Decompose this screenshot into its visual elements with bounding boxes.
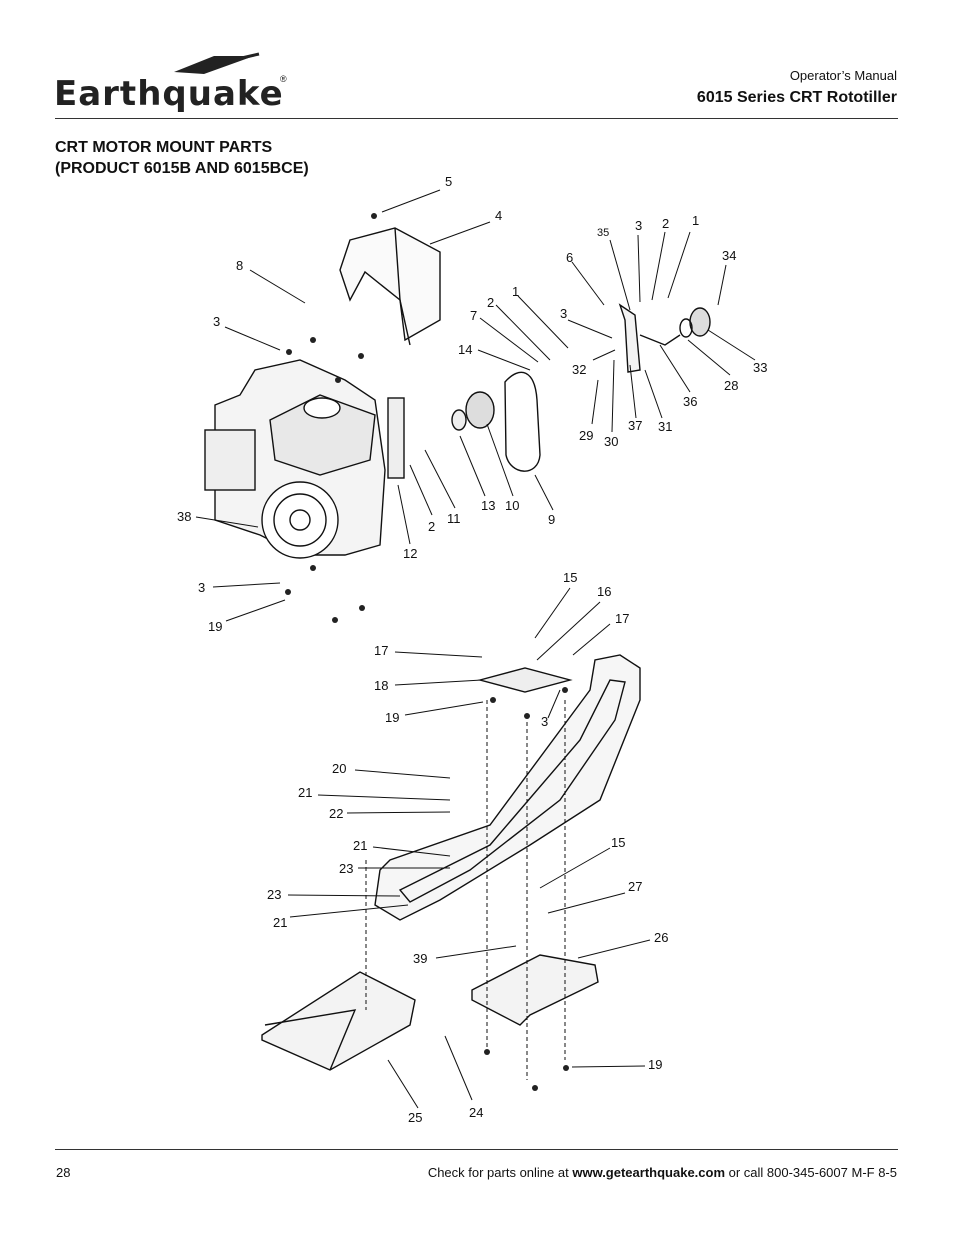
series-title: 6015 Series CRT Rototiller	[696, 89, 897, 106]
callout-34: 34	[722, 248, 736, 263]
callout-7: 7	[470, 308, 477, 323]
callout-3b: 3	[635, 218, 642, 233]
fasteners	[285, 213, 569, 1091]
callout-2b: 2	[487, 295, 494, 310]
callout-28: 28	[724, 378, 738, 393]
callout-23b: 23	[267, 887, 281, 902]
callout-38: 38	[177, 509, 191, 524]
callout-29: 29	[579, 428, 593, 443]
earthquake-logo: Earthquake ®	[54, 52, 294, 114]
callout-9: 9	[548, 512, 555, 527]
callout-37: 37	[628, 418, 642, 433]
callout-19a: 19	[208, 619, 222, 634]
callout-31: 31	[658, 419, 672, 434]
footer-divider	[55, 1149, 898, 1150]
callout-13: 13	[481, 498, 495, 513]
callout-11: 11	[447, 511, 461, 526]
header-divider	[55, 118, 898, 119]
callout-18: 18	[374, 678, 388, 693]
page-number: 28	[56, 1165, 71, 1180]
callout-3d: 3	[198, 580, 205, 595]
callout-21b: 21	[353, 838, 367, 853]
callout-labels: 5 4 8 3 1 2 3 35 6 34 7 2 1 3 14 32 33 2…	[177, 174, 767, 1125]
callout-39: 39	[413, 951, 427, 966]
callout-2c: 2	[428, 519, 435, 534]
callout-5: 5	[445, 174, 452, 189]
callout-33: 33	[753, 360, 767, 375]
callout-4: 4	[495, 208, 502, 223]
callout-27: 27	[628, 879, 642, 894]
callout-25: 25	[408, 1110, 422, 1125]
alignment-lines	[365, 700, 566, 1080]
callout-2a: 2	[662, 216, 669, 231]
callout-12: 12	[403, 546, 417, 561]
callout-15b: 15	[611, 835, 625, 850]
callout-30: 30	[604, 434, 618, 449]
logo-wordmark: Earthquake	[54, 74, 284, 114]
callout-23a: 23	[339, 861, 353, 876]
section-title-line2: (PRODUCT 6015B AND 6015BCE)	[55, 160, 309, 177]
callout-8: 8	[236, 258, 243, 273]
diagram-artwork	[204, 227, 711, 1071]
callout-21c: 21	[273, 915, 287, 930]
footer-url-link[interactable]: www.getearthquake.com	[572, 1165, 726, 1180]
callout-35: 35	[597, 227, 609, 239]
callout-1a: 1	[692, 213, 699, 228]
callout-1b: 1	[512, 284, 519, 299]
callout-19b: 19	[385, 710, 399, 725]
callout-36: 36	[683, 394, 697, 409]
callout-3a: 3	[213, 314, 220, 329]
callout-21a: 21	[298, 785, 312, 800]
footer-contact: Check for parts online at www.getearthqu…	[428, 1165, 897, 1180]
callout-15a: 15	[563, 570, 577, 585]
callout-22: 22	[329, 806, 343, 821]
callout-3e: 3	[541, 714, 548, 729]
callout-24: 24	[469, 1105, 483, 1120]
callout-32: 32	[572, 362, 586, 377]
callout-10: 10	[505, 498, 519, 513]
logo-swoosh-icon	[174, 52, 260, 74]
section-title-line1: CRT MOTOR MOUNT PARTS	[55, 139, 273, 156]
callout-14: 14	[458, 342, 472, 357]
callout-17a: 17	[615, 611, 629, 626]
callout-3c: 3	[560, 306, 567, 321]
logo-registered-mark: ®	[280, 74, 287, 84]
footer-check-text: Check for parts online at	[427, 1165, 573, 1180]
callout-17b: 17	[374, 643, 388, 658]
manual-label: Operator’s Manual	[789, 68, 897, 83]
callout-26: 26	[654, 930, 668, 945]
leader-lines	[195, 189, 756, 1109]
callout-16: 16	[597, 584, 611, 599]
footer-call-text: or call 800-345-6007 M-F 8-5	[725, 1165, 897, 1180]
callout-20: 20	[332, 761, 346, 776]
callout-19c: 19	[648, 1057, 662, 1072]
callout-6: 6	[566, 250, 573, 265]
